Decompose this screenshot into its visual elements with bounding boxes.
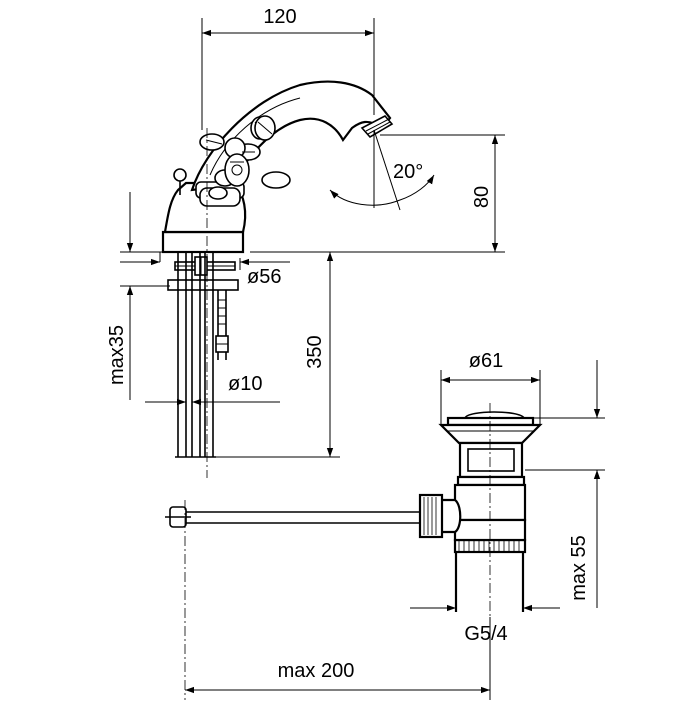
supply-hoses [175, 252, 216, 458]
dim-base-diameter: ø56 [247, 266, 281, 288]
pop-up-rod [165, 500, 420, 700]
dim-waste-thread: G5/4 [464, 623, 507, 645]
dim-spout-angle: 20° [393, 161, 423, 183]
dim-hose-length: 350 [304, 335, 326, 368]
waste-drawing [418, 403, 543, 617]
faucet-drawing [161, 80, 394, 478]
dim-width-top: 120 [263, 6, 296, 28]
dim-height-right: 80 [471, 186, 493, 208]
faucet-base-block [161, 230, 245, 254]
right-cross-handle [208, 115, 291, 200]
dim-rod-length: max 200 [278, 660, 355, 682]
side-connector [438, 498, 462, 534]
dim-waste-diameter: ø61 [469, 350, 503, 372]
lift-rod-knob [173, 168, 187, 182]
dim-max-thickness: max35 [106, 325, 128, 385]
dim-tail-diameter: ø10 [228, 373, 262, 395]
dim-waste-height: max 55 [568, 535, 590, 601]
dimension-lines [120, 18, 605, 700]
waste-flange [438, 423, 543, 445]
